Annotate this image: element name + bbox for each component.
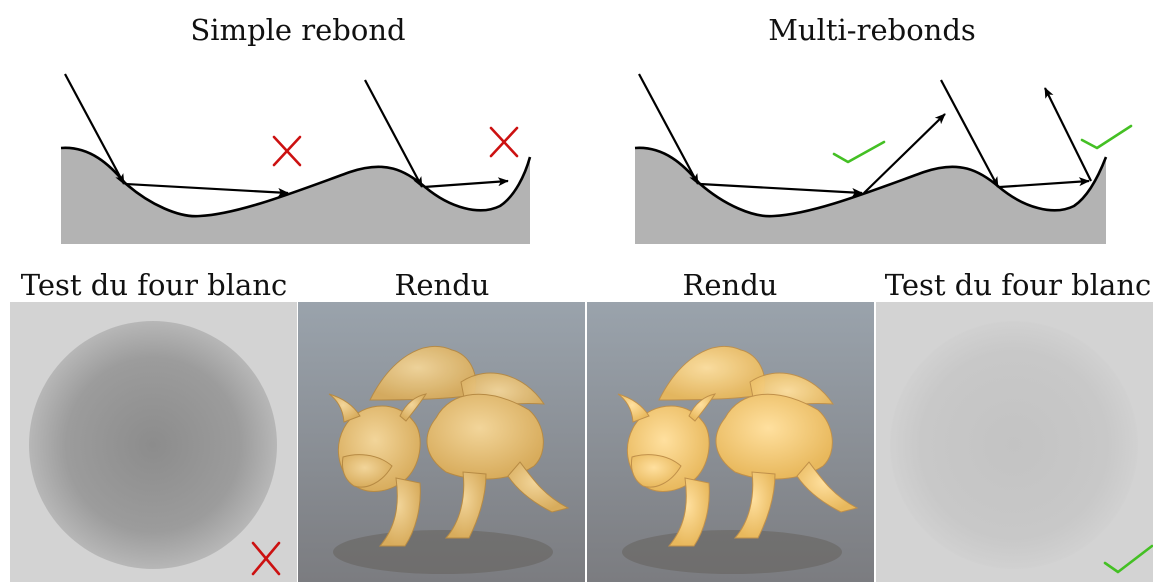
white-furnace-panel-single [10,302,297,582]
incident-ray [638,73,699,185]
microsurface-fill [635,147,1106,244]
dragon-render-image [298,302,585,582]
multi-bounce-title: Multi-rebonds [768,13,976,47]
escaping-ray [1044,87,1092,182]
cross-icon [272,135,302,167]
dragon-render-image [587,302,874,582]
white-furnace-image [876,302,1153,582]
incident-ray [364,79,423,188]
reflected-ray [125,182,289,197]
incident-ray [940,79,999,188]
furnace-sphere [890,321,1138,569]
microsurface-fill [61,147,530,244]
check-icon [1103,544,1153,574]
panel-label: Test du four blanc [20,268,288,302]
multi-bounce-diagram [634,73,1133,244]
check-icon [1080,124,1133,150]
panel-label: Rendu [394,268,490,302]
render-panel-single [298,302,585,582]
microsurface-profile [60,146,532,218]
check-icon [832,140,886,164]
single-bounce-diagram [60,73,532,244]
bounce-diagrams [60,73,1133,244]
single-bounce-title: Simple rebond [190,13,406,47]
cross-icon [489,126,519,158]
cross-icon [251,541,281,576]
panel-label: Rendu [682,268,778,302]
reflected-ray [423,177,509,189]
panel-label: Test du four blanc [884,268,1152,302]
reflected-ray [699,182,863,197]
render-panel-multi [587,302,874,582]
reflected-ray [999,177,1090,189]
white-furnace-image [10,302,297,582]
escaping-ray [863,113,946,194]
white-furnace-panel-multi [876,302,1153,582]
incident-ray [64,73,125,185]
microsurface-profile [634,146,1108,218]
dragon-figure [617,345,859,547]
furnace-sphere [29,321,277,569]
dragon-figure [328,345,570,547]
